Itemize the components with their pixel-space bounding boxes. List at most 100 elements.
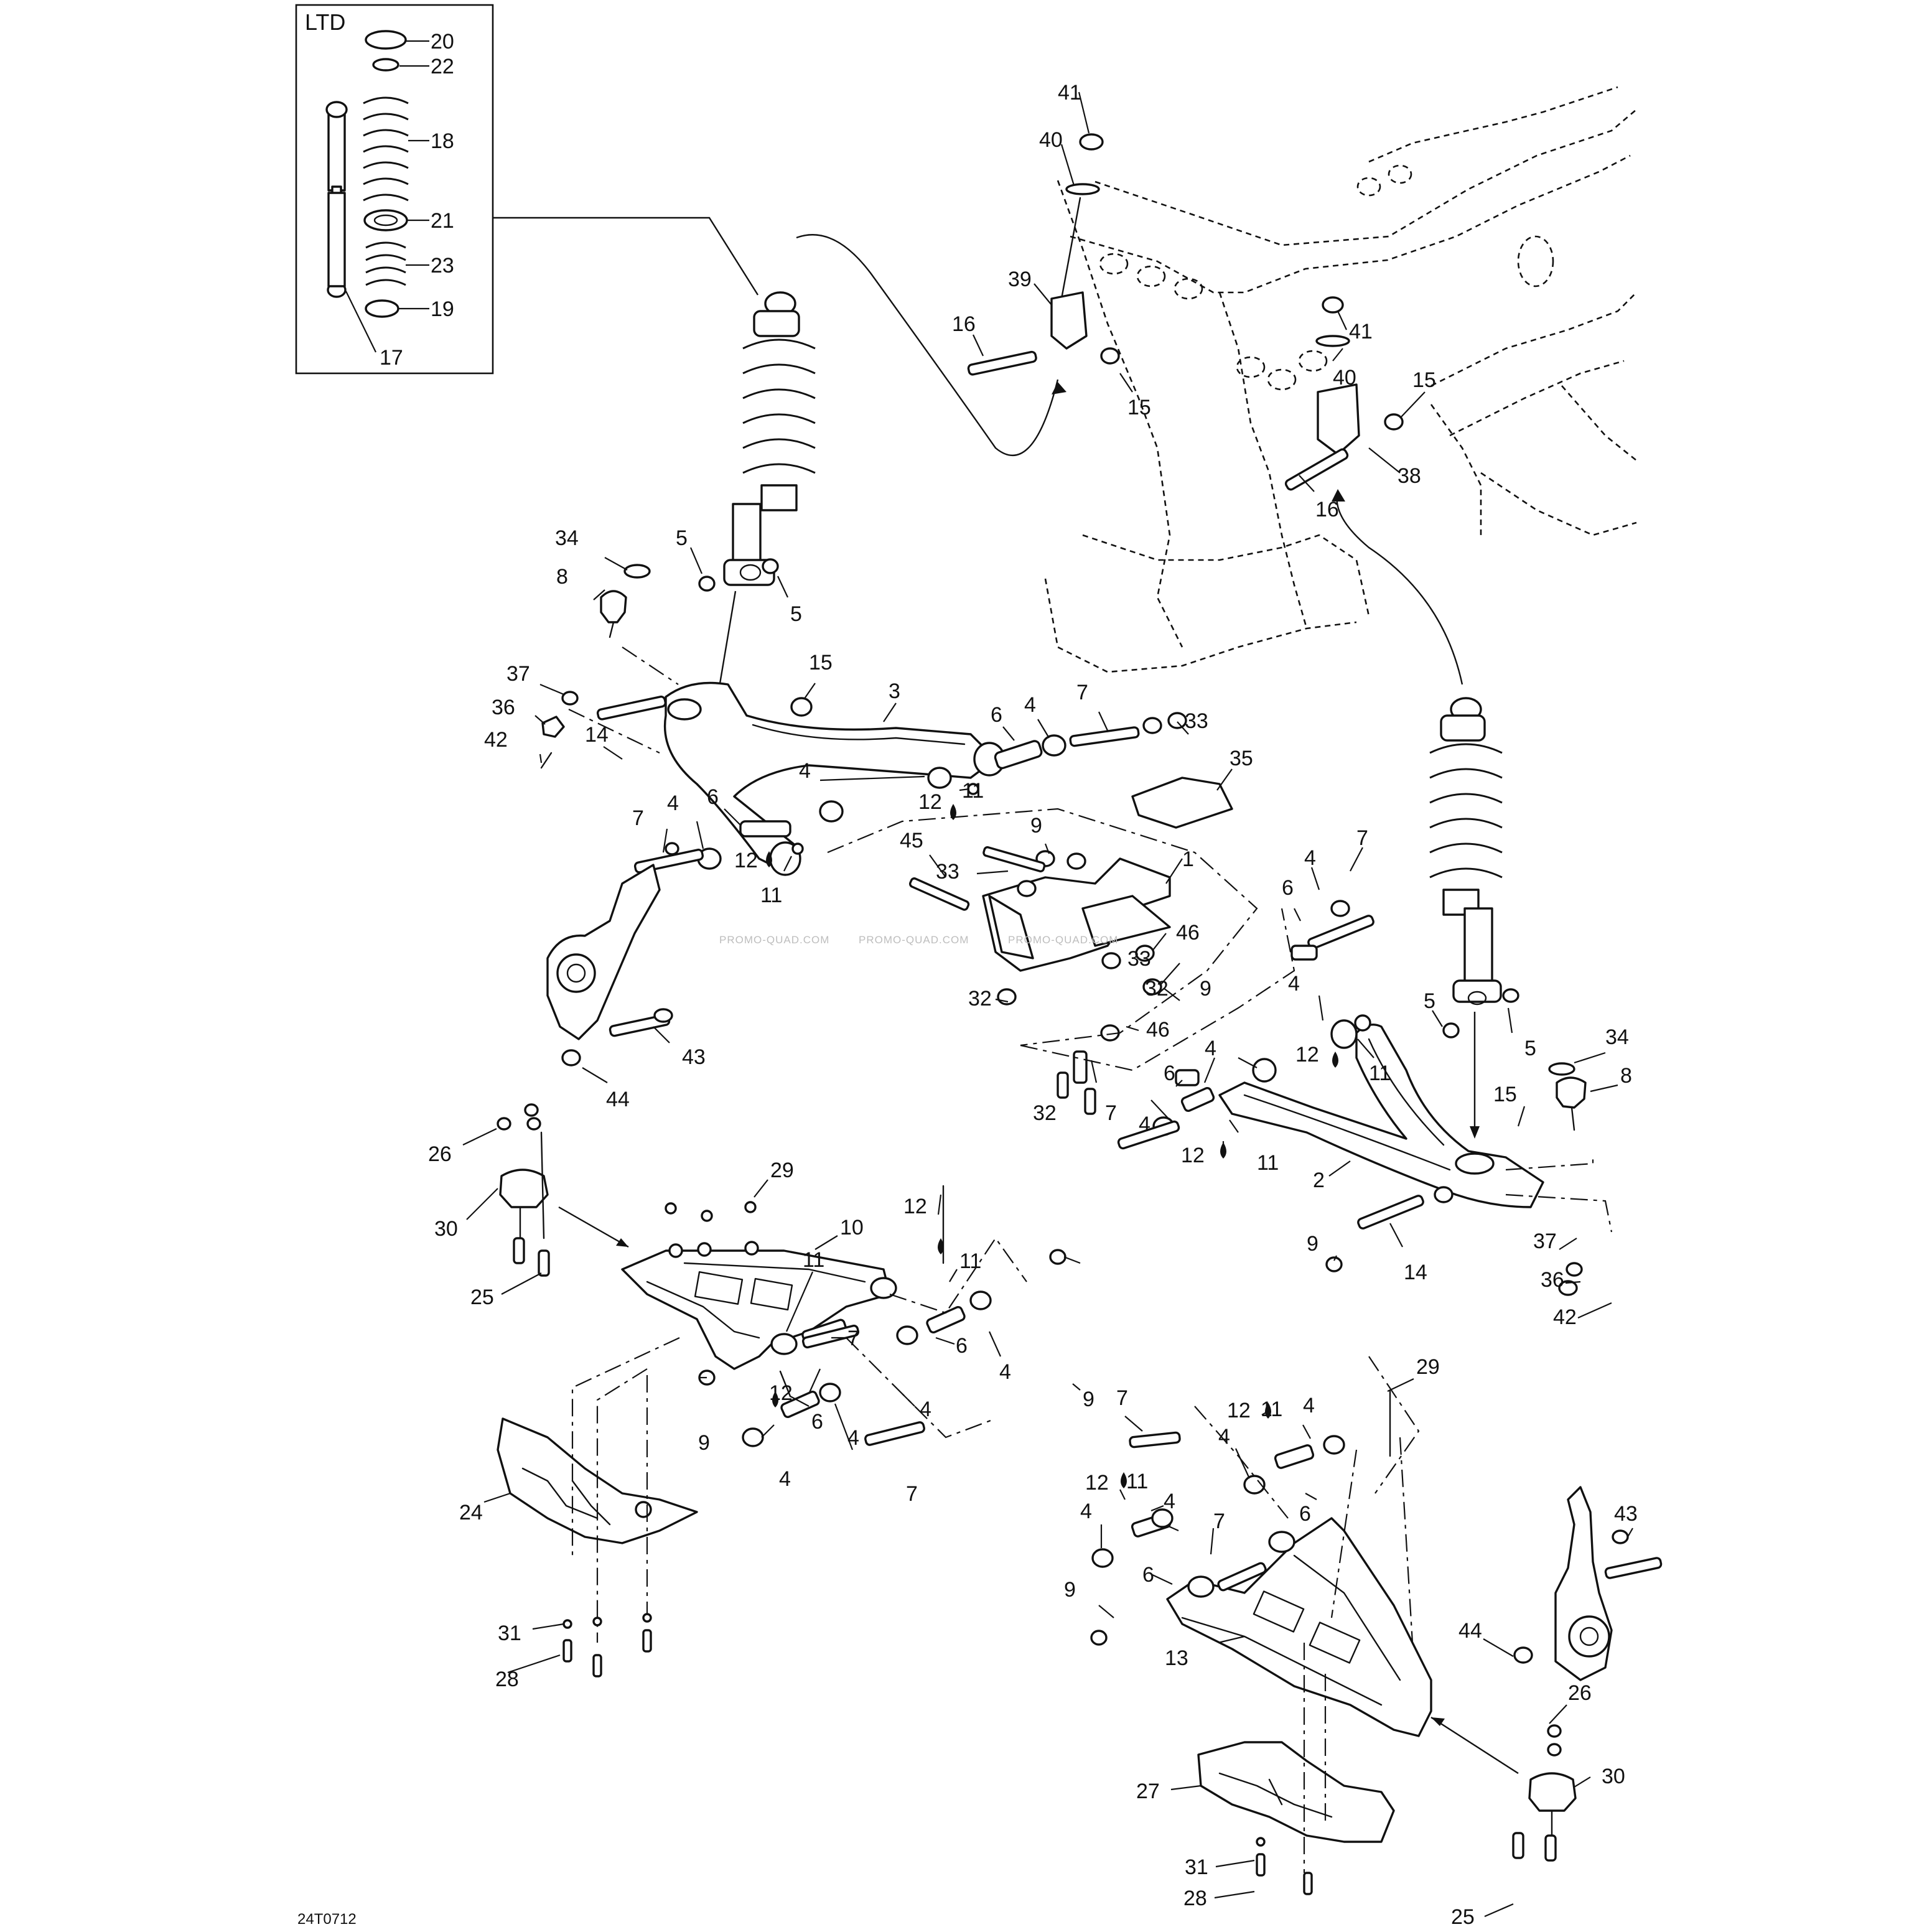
right-shock-absorber: [1429, 697, 1519, 1139]
callout-number: 6: [956, 1334, 968, 1358]
callout-number: 46: [1146, 1018, 1170, 1042]
ltd-inset-box: LTD: [295, 4, 494, 375]
callout-number: 38: [1398, 464, 1421, 488]
watermarks: PROMO-QUAD.COM PROMO-QUAD.COM PROMO-QUAD…: [719, 934, 1118, 946]
callout-number: 18: [431, 129, 454, 153]
steering-knuckle-left: [546, 864, 673, 1066]
callout-number: 9: [698, 1431, 710, 1455]
callout-number: 43: [682, 1045, 706, 1069]
upper-a-arm-right: [1117, 900, 1613, 1296]
callout-number: 13: [1165, 1646, 1188, 1670]
frame-holes: [1099, 164, 1554, 391]
callout-number: 5: [1524, 1037, 1536, 1060]
callout-number: 8: [1620, 1064, 1632, 1088]
callout-number: 4: [1218, 1425, 1230, 1449]
callout-number: 15: [1412, 368, 1436, 392]
callout-number: 14: [1404, 1261, 1427, 1284]
shock-to-frame-arrow: [796, 234, 1059, 456]
callout-number: 5: [676, 526, 688, 550]
callout-number: 26: [1568, 1681, 1592, 1705]
callout-number: 8: [556, 565, 568, 589]
callout-number: 7: [906, 1482, 918, 1506]
callout-number: 12: [903, 1195, 927, 1218]
callout-number: 34: [555, 526, 579, 550]
callout-number: 5: [1424, 989, 1435, 1013]
callout-number: 16: [952, 312, 976, 336]
callout-number: 11: [1126, 1470, 1148, 1493]
callout-number: 43: [1614, 1502, 1638, 1526]
callout-number: 29: [1416, 1355, 1440, 1379]
callout-number: 11: [760, 884, 782, 907]
callout-number: 4: [779, 1467, 791, 1491]
callout-number: 32: [1033, 1101, 1057, 1125]
skid-plate-left: [497, 1337, 698, 1678]
callout-labels: 20 22 18 21 23 19 17 41 40 39 16 15 41 4…: [380, 30, 1638, 1929]
callout-number: 28: [495, 1668, 519, 1691]
callout-number: 1: [1182, 847, 1194, 871]
callout-number: 10: [840, 1216, 864, 1239]
callout-number: 7: [1076, 681, 1088, 704]
callout-number: 4: [799, 759, 811, 783]
callout-number: 31: [1185, 1855, 1208, 1879]
callout-number: 4: [667, 791, 679, 815]
callout-number: 6: [991, 703, 1002, 727]
callout-number: 12: [1227, 1399, 1251, 1422]
right-shock-to-frame-arrow: [1336, 491, 1463, 685]
callout-number: 7: [632, 806, 644, 830]
callout-number: 44: [606, 1088, 630, 1111]
callout-number: 46: [1176, 921, 1200, 945]
callout-number: 12: [1181, 1144, 1205, 1167]
callout-number: 7: [1105, 1101, 1117, 1125]
callout-number: 4: [1024, 693, 1036, 717]
callout-number: 12: [918, 790, 942, 814]
callout-number: 23: [431, 254, 454, 278]
mount-bracket-38: [1284, 296, 1404, 491]
callout-number: 19: [431, 297, 454, 321]
callout-number: 36: [1541, 1268, 1564, 1292]
watermark: PROMO-QUAD.COM: [859, 934, 969, 946]
upper-a-arm-left: [596, 681, 1140, 876]
callout-number: 40: [1039, 128, 1063, 152]
callout-leaders: [462, 91, 1633, 1918]
callout-number: 16: [1315, 498, 1339, 521]
inset-shock-absorber: [325, 101, 348, 298]
lower-a-arm-right: [1090, 1256, 1432, 1737]
callout-number: 29: [770, 1159, 794, 1182]
callout-number: 7: [1213, 1510, 1225, 1533]
callout-number: 11: [803, 1248, 824, 1272]
callout-number: 6: [707, 785, 719, 809]
callout-number: 9: [1064, 1578, 1076, 1602]
callout-number: 40: [1333, 366, 1356, 390]
callout-number: 44: [1458, 1619, 1482, 1643]
callout-number: 22: [431, 55, 454, 78]
callout-number: 6: [1299, 1502, 1311, 1526]
callout-number: 7: [1116, 1386, 1128, 1410]
mount-bracket-39: [967, 133, 1120, 376]
callout-number: 33: [936, 860, 959, 884]
callout-number: 11: [1261, 1398, 1282, 1421]
callout-number: 35: [1230, 747, 1253, 770]
reference-code: 24T0712: [297, 1911, 357, 1928]
callout-number: 12: [1085, 1471, 1109, 1495]
callout-number: 42: [1553, 1305, 1577, 1329]
inset-spring-stack: [363, 30, 409, 318]
watermark: PROMO-QUAD.COM: [719, 934, 829, 946]
callout-number: 34: [1605, 1025, 1629, 1049]
callout-number: 28: [1183, 1887, 1207, 1910]
callout-number: 4: [1303, 1394, 1315, 1417]
callout-number: 6: [1142, 1563, 1154, 1587]
callout-number: 15: [1493, 1083, 1517, 1106]
callout-number: 15: [1127, 396, 1151, 419]
callout-number: 7: [847, 1327, 859, 1350]
callout-number: 11: [959, 1249, 981, 1273]
callout-number: 33: [1127, 947, 1151, 971]
callout-number: 39: [1008, 268, 1032, 291]
inset-leaders: [345, 40, 429, 353]
callout-number: 11: [1257, 1151, 1279, 1175]
steering-knuckle-right: [1513, 1486, 1663, 1681]
callout-number: 4: [847, 1426, 859, 1450]
callout-number: 24: [459, 1501, 483, 1524]
callout-number: 9: [1030, 814, 1042, 838]
callout-number: 41: [1058, 81, 1081, 105]
